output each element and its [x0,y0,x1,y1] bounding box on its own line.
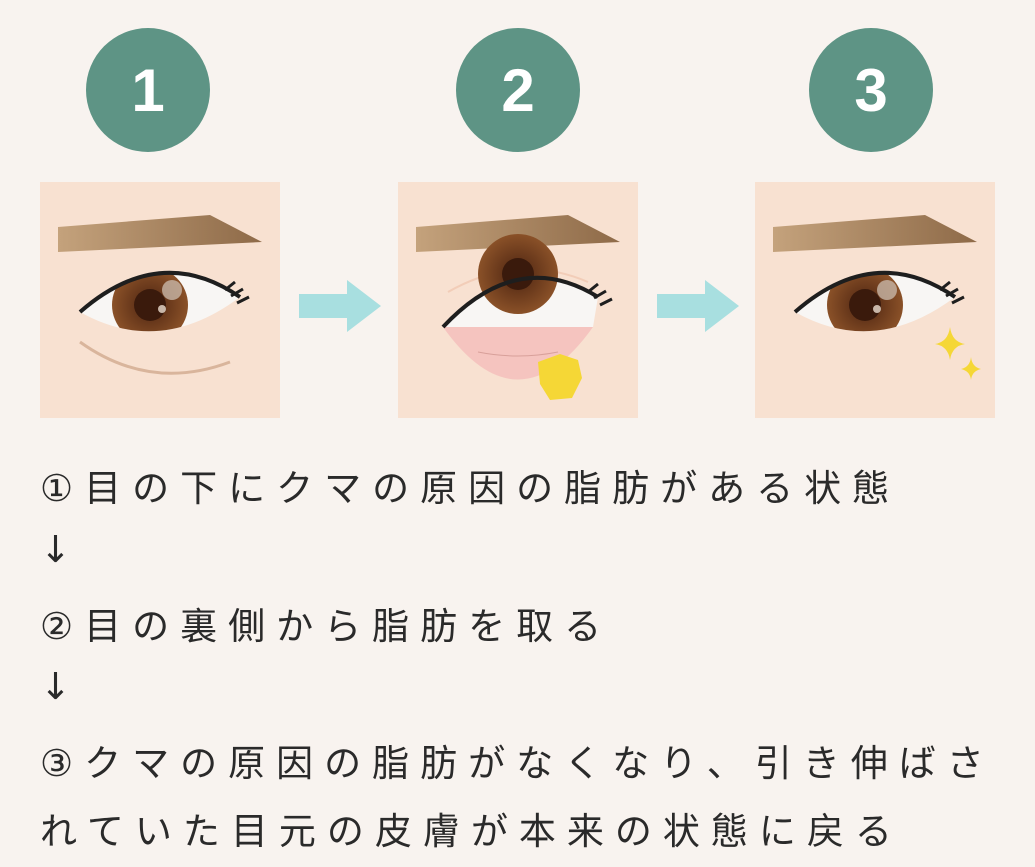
down-arrow: ↓ [40,528,83,571]
step-2-badge: 2 [456,28,580,152]
sparkle-icon [935,327,965,360]
down-arrow: ↓ [40,665,83,708]
step-2-description: ②目の裏側から脂肪を取る [40,605,613,648]
step-3-description-cont: れていた目元の皮膚が本来の状態に戻る [40,810,903,853]
eye-fat-removal-illustration [398,182,638,418]
eye-after-illustration [755,182,995,418]
sparkle-icon [961,357,981,380]
step-number: 1 [131,56,165,124]
eye-before-illustration [40,182,280,418]
step-number: 2 [501,56,535,124]
fat-blob-icon [538,354,582,400]
step-1-badge: 1 [86,28,210,152]
step-3-badge: 3 [809,28,933,152]
step-3-description: ③クマの原因の脂肪がなくなり、引き伸ばさ [40,742,995,785]
step-1-description: ①目の下にクマの原因の脂肪がある状態 [40,467,901,510]
right-arrow-icon [657,280,739,332]
right-arrow-icon [299,280,381,332]
step-number: 3 [854,56,888,124]
